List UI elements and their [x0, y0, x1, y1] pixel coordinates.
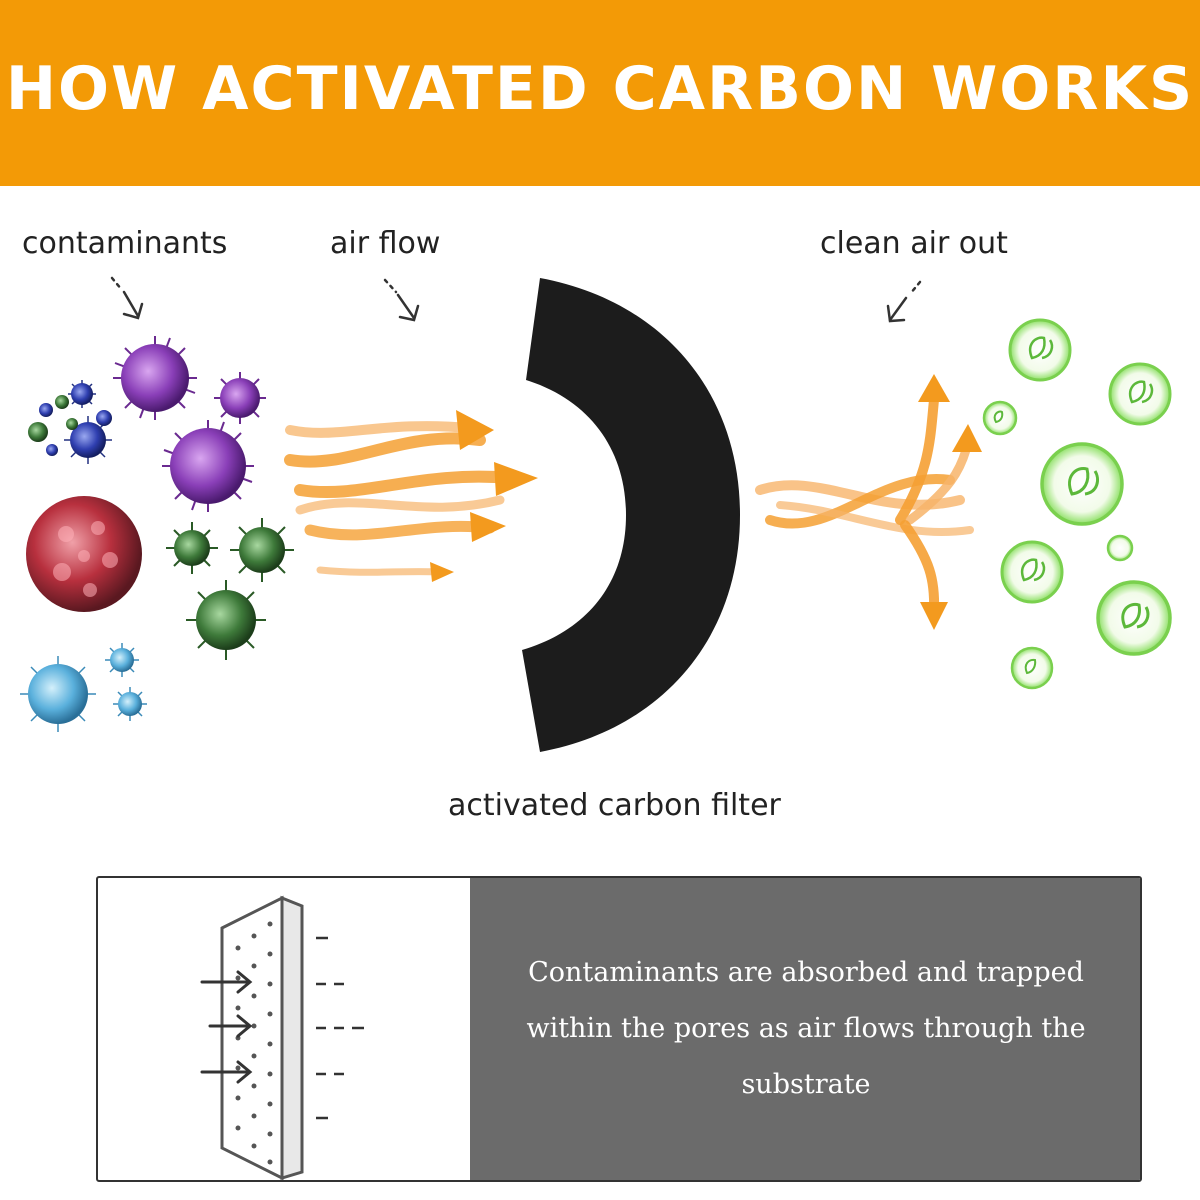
contaminants-pointer-icon: [110, 276, 144, 320]
clean-air-leaf-icon: [982, 318, 1172, 690]
contaminants-label: contaminants: [22, 226, 228, 261]
info-description: Contaminants are absorbed and trapped wi…: [526, 957, 1086, 1100]
title-banner: HOW ACTIVATED CARBON WORKS: [0, 0, 1200, 186]
clean-air-out-label: clean air out: [820, 226, 1008, 261]
filter-pores-diagram-icon: [200, 895, 364, 1180]
clean-airflow-arrow-icon: [755, 374, 982, 630]
contaminant-virus-icon: [20, 336, 294, 732]
carbon-filter-icon: [522, 278, 740, 752]
clean-air-pointer-icon: [886, 280, 922, 323]
info-box: Contaminants are absorbed and trapped wi…: [96, 876, 1142, 1182]
air-flow-pointer-icon: [383, 278, 420, 322]
air-flow-label: air flow: [330, 226, 441, 261]
airflow-arrow-icon: [284, 410, 538, 582]
page-title: HOW ACTIVATED CARBON WORKS: [5, 54, 1195, 124]
activated-carbon-filter-label: activated carbon filter: [448, 788, 781, 823]
info-text-panel: Contaminants are absorbed and trapped wi…: [470, 878, 1140, 1180]
